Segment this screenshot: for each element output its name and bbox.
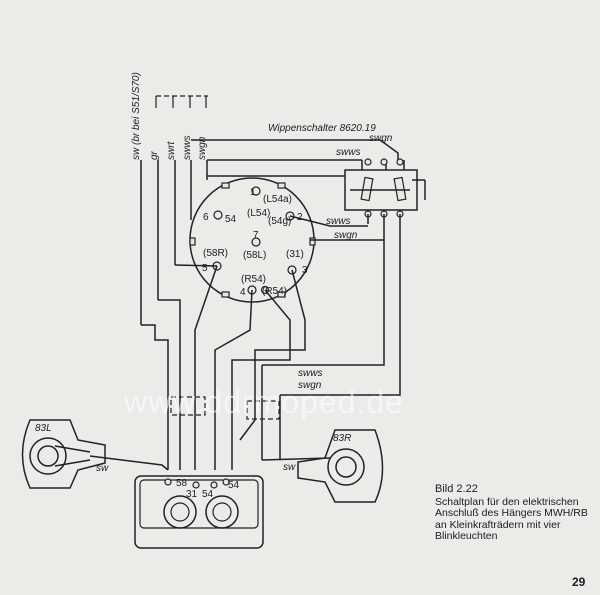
cable-label-swws: swws bbox=[182, 136, 193, 160]
pin-l54: (L54) bbox=[247, 208, 270, 219]
rocker-switch: Wippenschalter 8620.19 swgn swws bbox=[268, 123, 426, 218]
page-number: 29 bbox=[572, 575, 586, 589]
cable-label-swrt: swrt bbox=[166, 140, 177, 160]
socket-wire-swws: swws bbox=[326, 216, 350, 227]
lamp-left: 83L sw bbox=[21, 419, 169, 489]
pin-6: 6 bbox=[203, 212, 209, 223]
rear-term-58: 58 bbox=[176, 478, 188, 489]
lamp-label-83l: 83L bbox=[35, 423, 52, 434]
lamp-right: 83R sw bbox=[261, 429, 384, 503]
cable-label-swgn: swgn bbox=[197, 136, 208, 160]
cable-label-sw-br: sw (br bei S51/S70) bbox=[131, 72, 142, 160]
cable-labels: sw (br bei S51/S70) gr swrt swws swgn bbox=[131, 72, 208, 160]
pin-l54a: (L54a) bbox=[263, 194, 292, 205]
cable-ends bbox=[155, 95, 208, 108]
switch-wire-swgn: swgn bbox=[369, 133, 393, 144]
rear-term-31: 31 bbox=[186, 489, 198, 500]
pin-l31: (31) bbox=[286, 249, 304, 260]
rear-lamp: 58 31 54 54 bbox=[134, 475, 264, 549]
lower-wire-swws: swws bbox=[298, 368, 322, 379]
watermark: www.ddrmoped.de bbox=[124, 384, 405, 420]
pin-4: 4 bbox=[240, 287, 246, 298]
pin-l58l: (58L) bbox=[243, 250, 266, 261]
right-wire-sw: sw bbox=[283, 462, 296, 473]
pin-r54b: (R54) bbox=[262, 286, 287, 297]
pin-7: 7 bbox=[253, 230, 259, 241]
pin-l58r: (58R) bbox=[203, 248, 228, 259]
pin-l54g: (54g) bbox=[268, 216, 291, 227]
pin-1: 1 bbox=[250, 187, 256, 198]
pin-r54: (R54) bbox=[241, 274, 266, 285]
lower-wire-swgn: swgn bbox=[298, 380, 322, 391]
rear-term-54a: 54 bbox=[202, 489, 214, 500]
pin-54: 54 bbox=[225, 214, 237, 225]
left-wire-sw: sw bbox=[96, 463, 109, 474]
cable-sleeves bbox=[170, 396, 280, 420]
switch-label: Wippenschalter 8620.19 bbox=[268, 123, 376, 134]
caption-text: Schaltplan für den elektrischen Anschluß… bbox=[435, 495, 588, 542]
figure-caption: Bild 2.22 Schaltplan für den elektrische… bbox=[435, 483, 595, 543]
switch-wires: swws swgn bbox=[191, 139, 401, 396]
cable-label-gr: gr bbox=[149, 150, 160, 160]
lamp-label-83r: 83R bbox=[333, 433, 351, 444]
rear-term-54b: 54 bbox=[228, 480, 240, 491]
cable-wires bbox=[140, 160, 208, 325]
socket-wire-swgn: swgn bbox=[334, 230, 358, 241]
pin-3: 3 bbox=[302, 265, 308, 276]
caption-title: Bild 2.22 bbox=[435, 483, 478, 495]
socket-down-wires bbox=[141, 264, 306, 470]
pin-5: 5 bbox=[202, 263, 208, 274]
pin-2: 2 bbox=[297, 212, 303, 223]
switch-wire-swws: swws bbox=[336, 147, 360, 158]
